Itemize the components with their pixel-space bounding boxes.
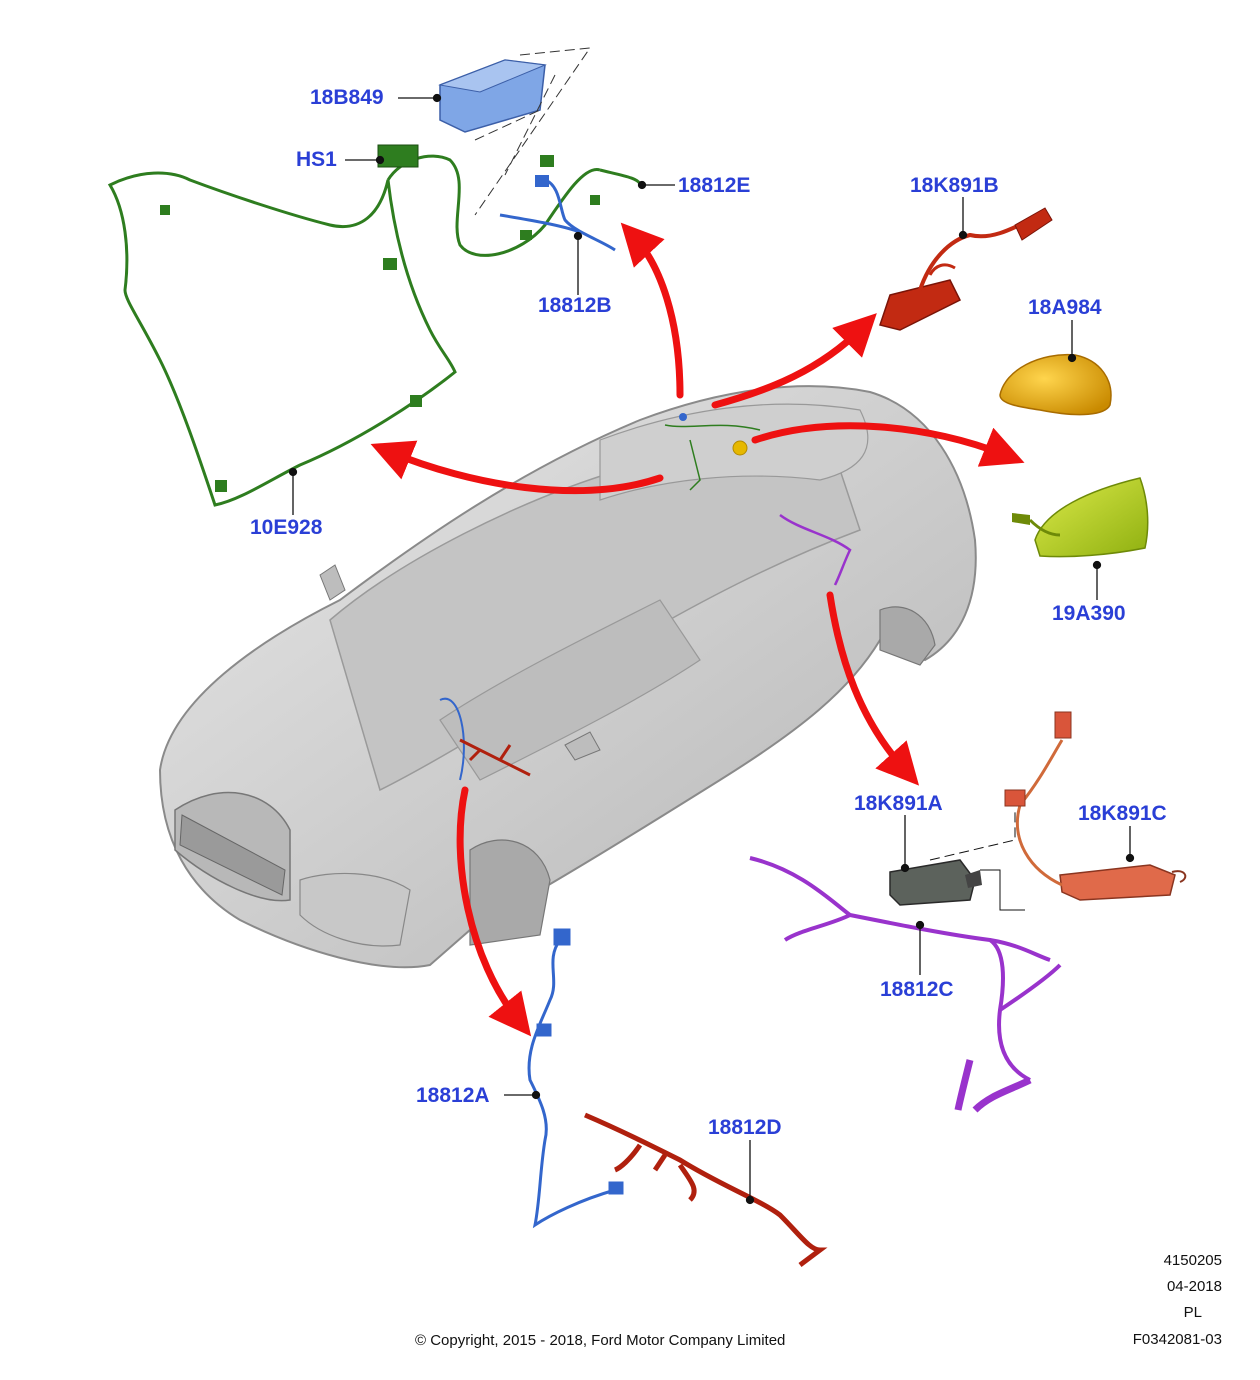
harness-18812a xyxy=(527,928,624,1229)
drawing-date: 04-2018 xyxy=(1166,1278,1222,1295)
part-label-hs1: HS1 xyxy=(296,148,337,171)
harness-18k891b xyxy=(879,207,1053,331)
part-label-19a390: 19A390 xyxy=(1052,602,1126,625)
arrows xyxy=(370,222,1025,1037)
part-label-18b849: 18B849 xyxy=(310,86,384,109)
antenna-cap-18a984 xyxy=(999,353,1112,416)
module-18k891c xyxy=(1004,711,1187,901)
part-label-18812d: 18812D xyxy=(708,1116,782,1139)
part-label-18812b: 18812B xyxy=(538,294,612,317)
harness-18812d xyxy=(584,1112,828,1267)
part-label-18k891c: 18K891C xyxy=(1078,802,1167,825)
module-18k891a xyxy=(889,810,1025,911)
antenna-19a390 xyxy=(1012,477,1149,558)
harness-18812b xyxy=(499,175,616,252)
part-label-18k891a: 18K891A xyxy=(854,792,943,815)
car-body xyxy=(158,385,977,969)
part-label-18k891b: 18K891B xyxy=(910,174,999,197)
figure-id: F0342081-03 xyxy=(1132,1331,1222,1348)
part-label-18812c: 18812C xyxy=(880,978,954,1001)
language-code: PL xyxy=(1183,1304,1202,1321)
part-label-18a984: 18A984 xyxy=(1028,296,1102,319)
harness-10e928 xyxy=(107,144,642,507)
part-label-18812a: 18812A xyxy=(416,1084,490,1107)
part-label-10e928: 10E928 xyxy=(250,516,323,539)
copyright: © Copyright, 2015 - 2018, Ford Motor Com… xyxy=(415,1332,786,1349)
part-label-18812e: 18812E xyxy=(678,174,751,197)
harness-18812c xyxy=(749,856,1062,1113)
callout-leaders xyxy=(288,93,1135,1205)
drawing-number: 4150205 xyxy=(1163,1252,1222,1269)
module-18b849 xyxy=(438,47,592,216)
